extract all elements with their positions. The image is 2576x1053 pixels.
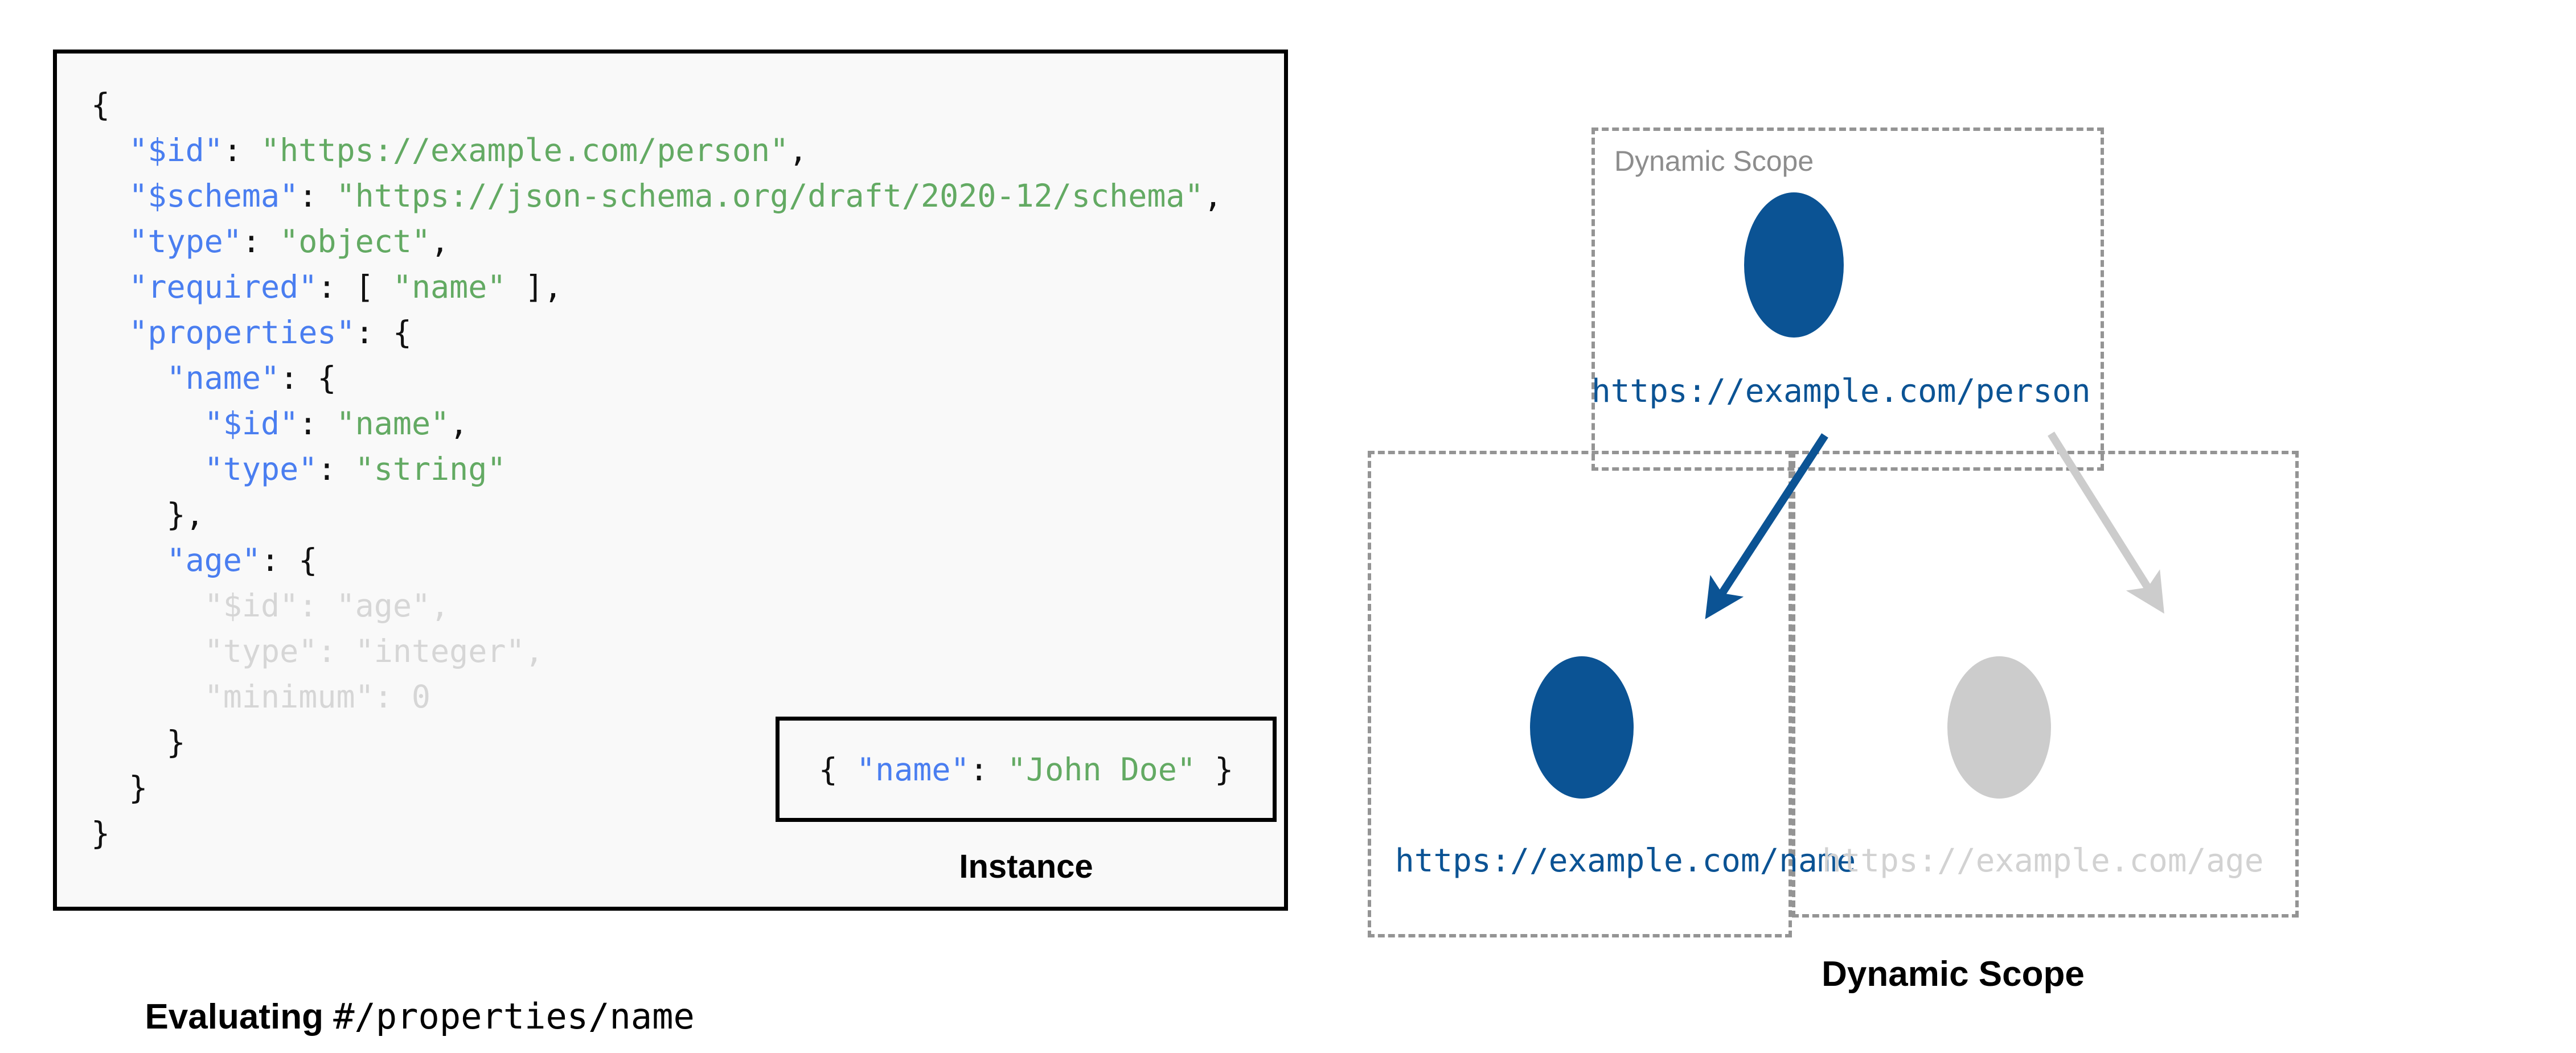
code-line: }: [91, 815, 110, 852]
evaluating-caption: Evaluating #/properties/name: [125, 955, 695, 1037]
node-circle-name: [1530, 656, 1634, 799]
code-line: "minimum": 0: [204, 678, 431, 715]
code-line: },: [166, 496, 204, 533]
code-line: "required": [ "name" ],: [129, 269, 563, 305]
code-line: "type": "integer",: [204, 633, 544, 669]
code-line: "type": "string": [204, 451, 506, 487]
schema-code-block: { "$id": "https://example.com/person", "…: [91, 82, 1223, 856]
evaluating-caption-pointer: #/properties/name: [333, 996, 695, 1037]
code-line: "$id": "name",: [204, 405, 469, 442]
node-label-age: https://example.com/age: [1822, 842, 2264, 879]
code-line: "type": "object",: [129, 223, 450, 260]
code-line: "name": {: [166, 360, 337, 396]
scope-box-name: [1368, 451, 1792, 937]
node-circle-person: [1744, 192, 1844, 338]
scope-box-age: [1792, 451, 2299, 918]
evaluating-caption-bold: Evaluating: [145, 997, 334, 1036]
dynamic-scope-caption: Dynamic Scope: [1822, 955, 2085, 994]
scope-box-person: [1591, 127, 2104, 471]
node-label-person: https://example.com/person: [1591, 373, 2091, 410]
code-line: "properties": {: [129, 314, 412, 351]
code-line: "$id": "https://example.com/person",: [129, 132, 808, 168]
code-line: {: [91, 87, 110, 123]
dynamic-scope-label: Dynamic Scope: [1614, 145, 1814, 177]
code-line: "$id": "age",: [204, 587, 450, 624]
code-line: }: [166, 724, 186, 760]
dynamic-scope-diagram: Dynamic Scope https://example.com/person…: [1355, 85, 2551, 973]
instance-code: { "name": "John Doe" }: [818, 751, 1234, 788]
schema-code-panel: { "$id": "https://example.com/person", "…: [53, 50, 1288, 911]
code-line: "$schema": "https://json-schema.org/draf…: [129, 178, 1223, 214]
node-label-name: https://example.com/name: [1395, 842, 1856, 879]
code-line: }: [129, 770, 148, 806]
instance-box: { "name": "John Doe" }: [776, 717, 1277, 822]
code-line: "age": {: [166, 542, 318, 578]
node-circle-age: [1947, 656, 2051, 799]
instance-caption: Instance: [959, 848, 1093, 885]
